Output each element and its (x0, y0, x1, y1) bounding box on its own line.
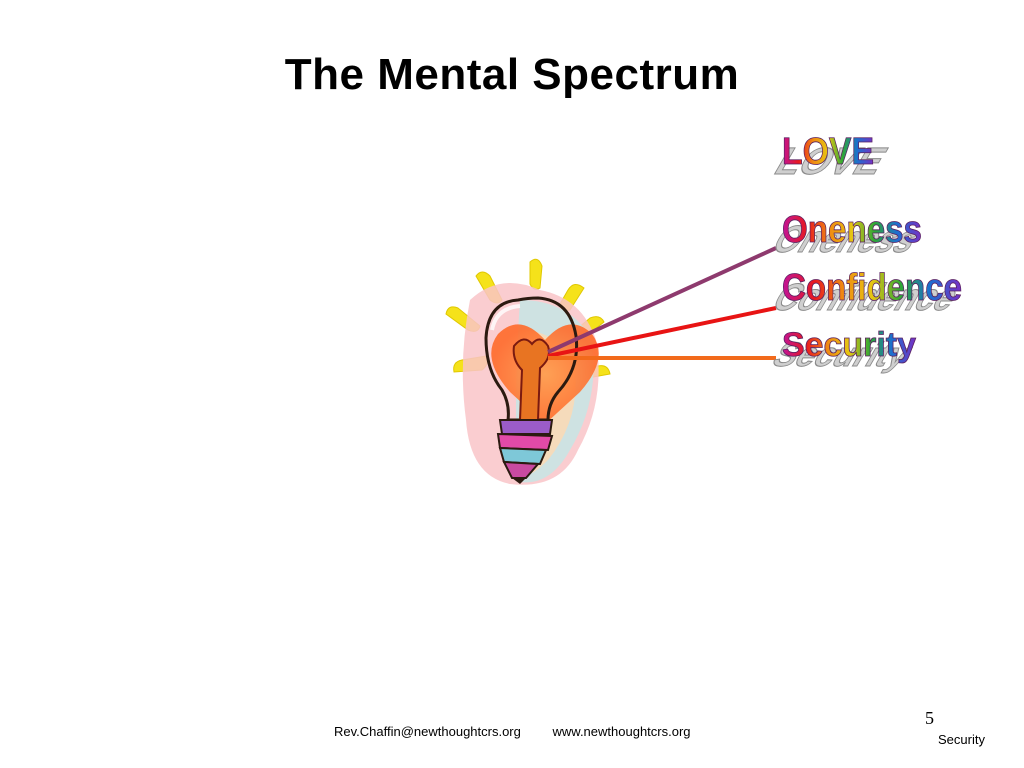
svg-text:Oneness: Oneness (782, 209, 922, 251)
svg-text:Confidence: Confidence (782, 267, 962, 309)
svg-text:LOVE: LOVE (767, 140, 895, 183)
slide-title: The Mental Spectrum (284, 50, 740, 99)
svg-text:LOVE: LOVE (782, 131, 874, 173)
wordart-oneness: Oneness Oneness (765, 209, 929, 261)
wordart-love: LOVE LOVE (767, 131, 896, 183)
svg-text:Oneness: Oneness (765, 218, 928, 261)
svg-text:Security: Security (766, 335, 920, 373)
svg-text:Confidence: Confidence (765, 276, 968, 319)
wordart-security: Security Security (765, 326, 920, 374)
footer-website: www.newthoughtcrs.org (552, 724, 691, 739)
lightbulb-icon (445, 258, 611, 485)
footer-email: Rev.Chaffin@newthoughtcrs.org (334, 724, 521, 739)
svg-text:Security: Security (782, 326, 916, 364)
ray-oneness (547, 246, 777, 354)
page-number: 5 (925, 708, 934, 728)
wordart-confidence: Confidence Confidence (765, 267, 969, 319)
footer-section-label: Security (938, 732, 985, 747)
footer-contact: Rev.Chaffin@newthoughtcrs.org www.newtho… (334, 724, 691, 739)
ray-confidence (547, 306, 777, 358)
